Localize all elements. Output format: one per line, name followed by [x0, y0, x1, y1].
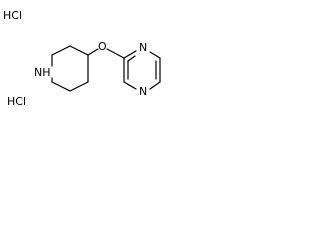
bond-c3p-n4 [123, 81, 137, 90]
atom-label-oxygen: O [98, 40, 107, 53]
bond-c6p-n1p [149, 51, 161, 59]
bond-n1p-c2p [123, 50, 137, 59]
bond-c5-c4 [69, 81, 89, 92]
bond-o-pyrazine [106, 48, 125, 59]
bond-n4-c5p [149, 81, 161, 90]
bond-c3-c2 [51, 45, 71, 56]
hcl-label-top: HCl [3, 9, 23, 22]
bond-n1p-c2p-inner [127, 55, 136, 62]
hcl-label-bottom: HCl [7, 95, 27, 108]
bond-c4-c3 [69, 45, 89, 56]
atom-label-nh: NH [34, 66, 51, 79]
atom-label-n-bottom: N [139, 85, 147, 98]
structure-diagram: NH O N N [34, 40, 161, 98]
bond-c6-c5 [51, 81, 71, 92]
atom-label-n-top: N [139, 41, 147, 54]
bond-c4-o [87, 48, 99, 56]
